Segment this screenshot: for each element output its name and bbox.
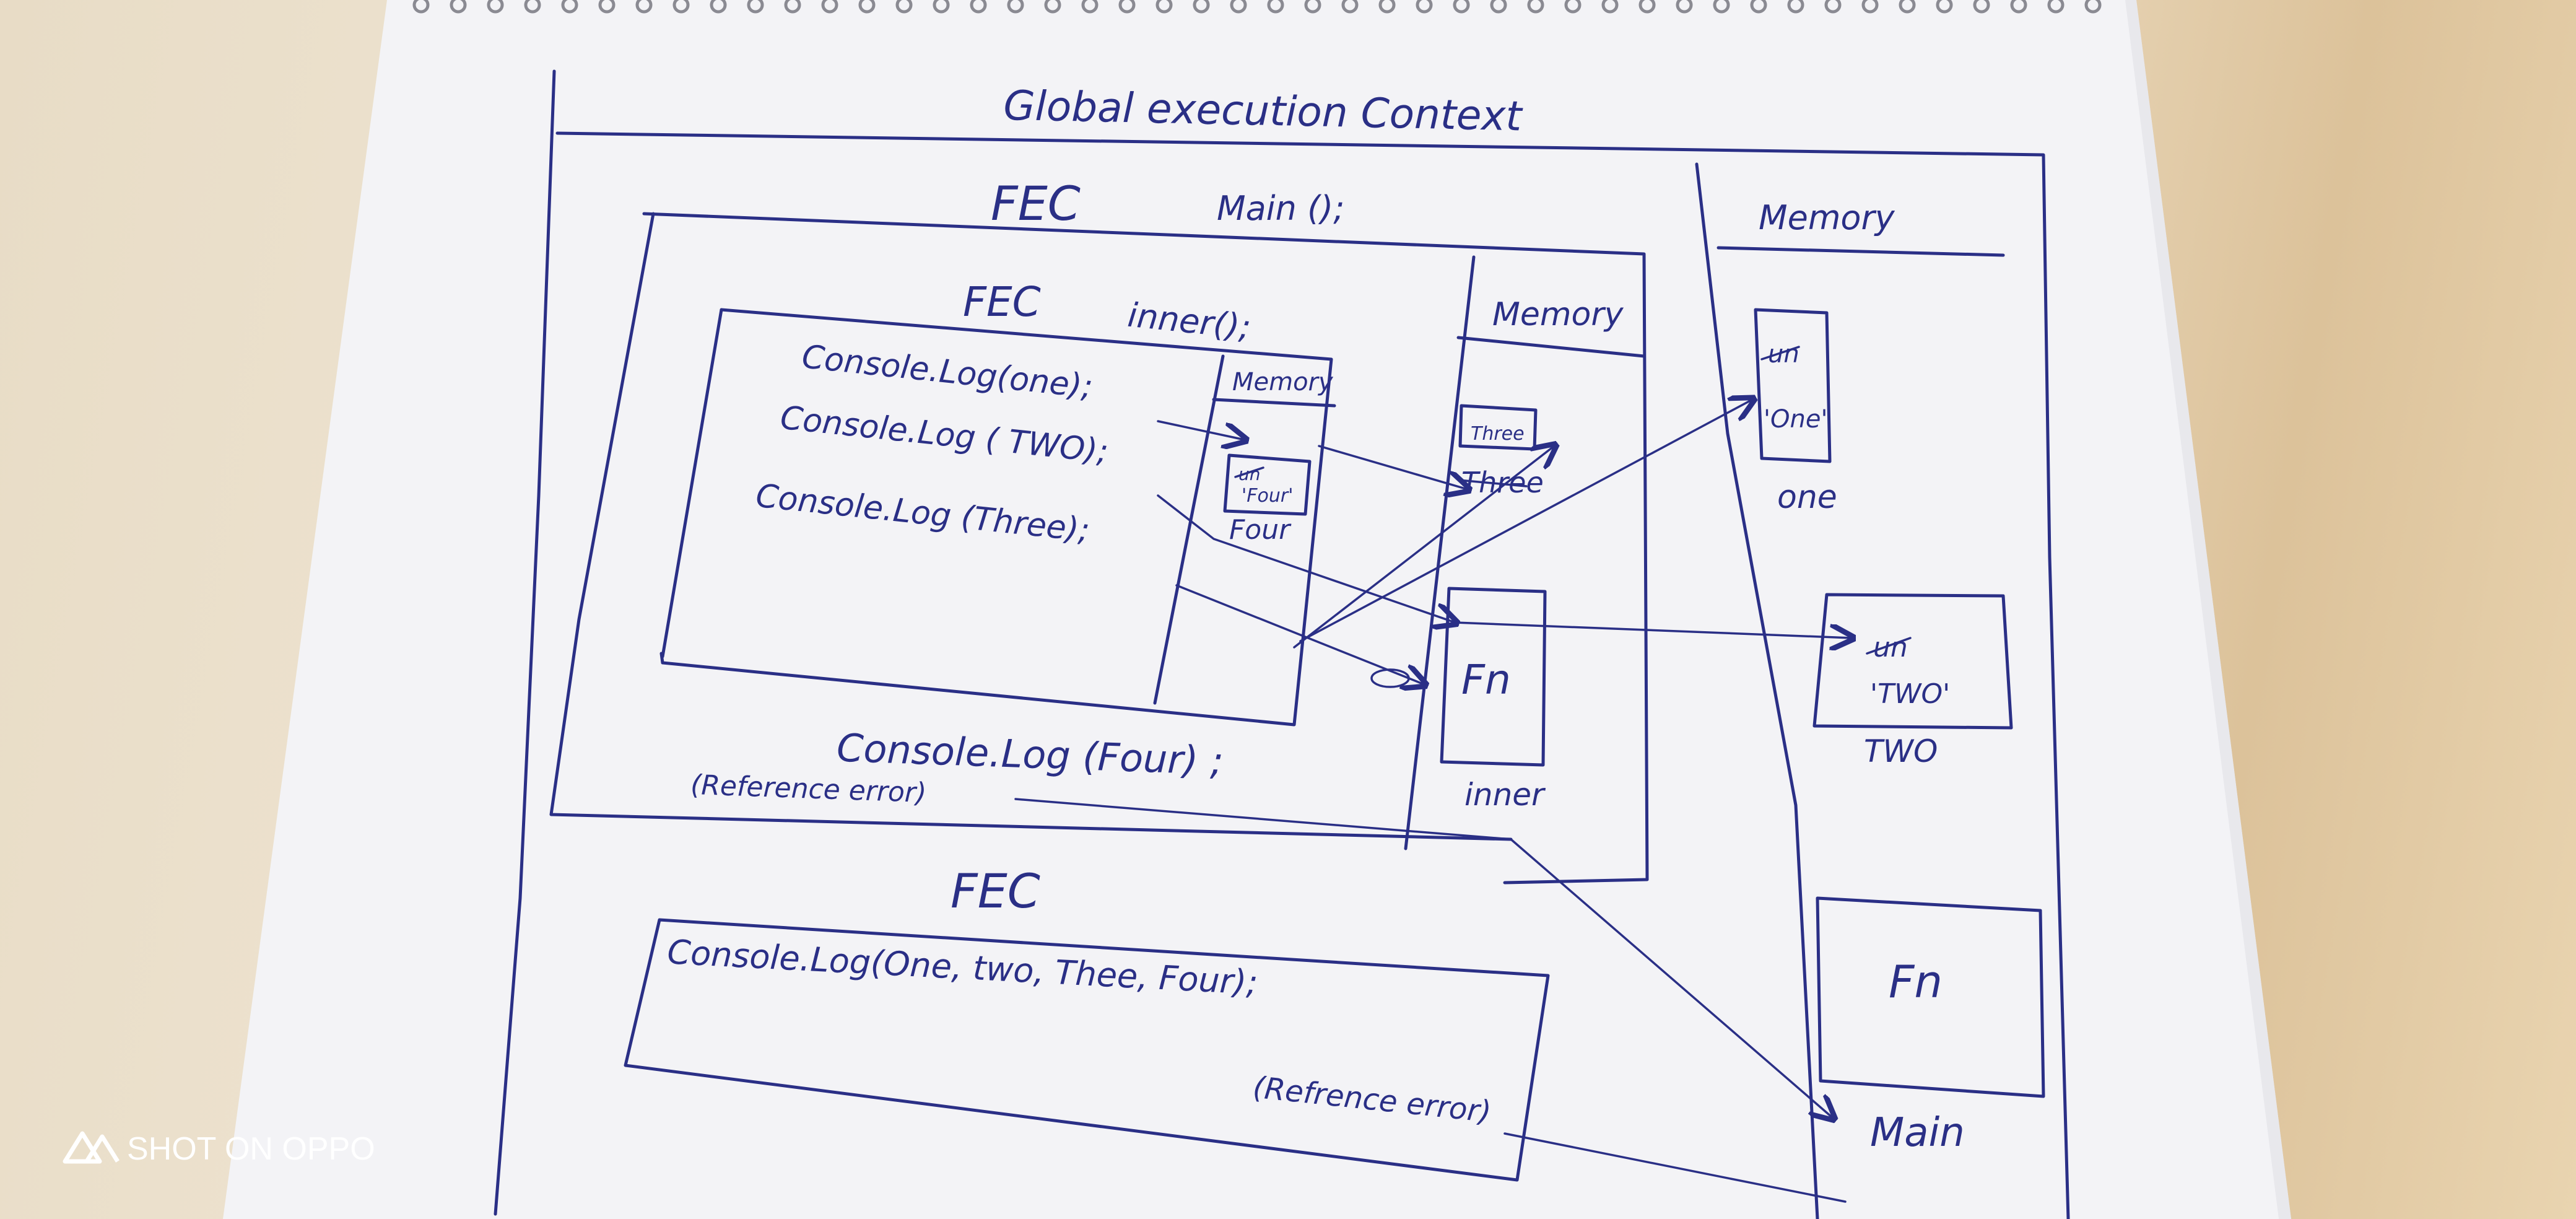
global-memory-header: Memory [1759, 198, 1895, 237]
watermark-text: SHOT ON OPPO [127, 1131, 375, 1167]
main-memory-header: Memory [1492, 296, 1624, 333]
bottom-fec-label: FEC [951, 863, 1040, 919]
inner-fec-label: FEC [963, 278, 1041, 326]
main-fec-label: FEC [991, 176, 1081, 231]
main-memory-box-three: Three [1471, 423, 1525, 445]
main-memory-var-inner: inner [1464, 777, 1546, 813]
global-execution-context: Global execution Context [494, 69, 2070, 1219]
inner-memory-var-four: Four [1229, 514, 1292, 546]
global-memory-strike-1: un [1768, 340, 1799, 369]
global-memory-column: Memory un 'One' one un 'TWO' TWO Fn Main [1695, 162, 2045, 1219]
inner-memory-header: Memory [1232, 368, 1334, 396]
global-memory-var-two: TWO [1864, 733, 1938, 769]
global-context-title: Global execution Context [1003, 82, 1524, 141]
scope-chain-arrows [1014, 400, 1852, 1203]
watermark: SHOT ON OPPO [63, 1131, 375, 1167]
notebook-page [223, 0, 2291, 1219]
spiral-binding [412, 0, 2102, 14]
camera-logo-icon [63, 1131, 120, 1164]
global-memory-value-fn: Fn [1889, 956, 1943, 1008]
global-memory-value-one: 'One' [1764, 405, 1827, 434]
global-memory-value-two: 'TWO' [1870, 678, 1950, 710]
global-memory-strike-2: un [1873, 632, 1908, 663]
global-memory-var-one: one [1777, 479, 1837, 516]
main-fec-call: Main (); [1217, 189, 1344, 228]
global-memory-var-main: Main [1870, 1110, 1965, 1156]
main-memory-box-fn: Fn [1461, 656, 1511, 704]
inner-memory-box-four: 'Four' [1242, 485, 1293, 507]
